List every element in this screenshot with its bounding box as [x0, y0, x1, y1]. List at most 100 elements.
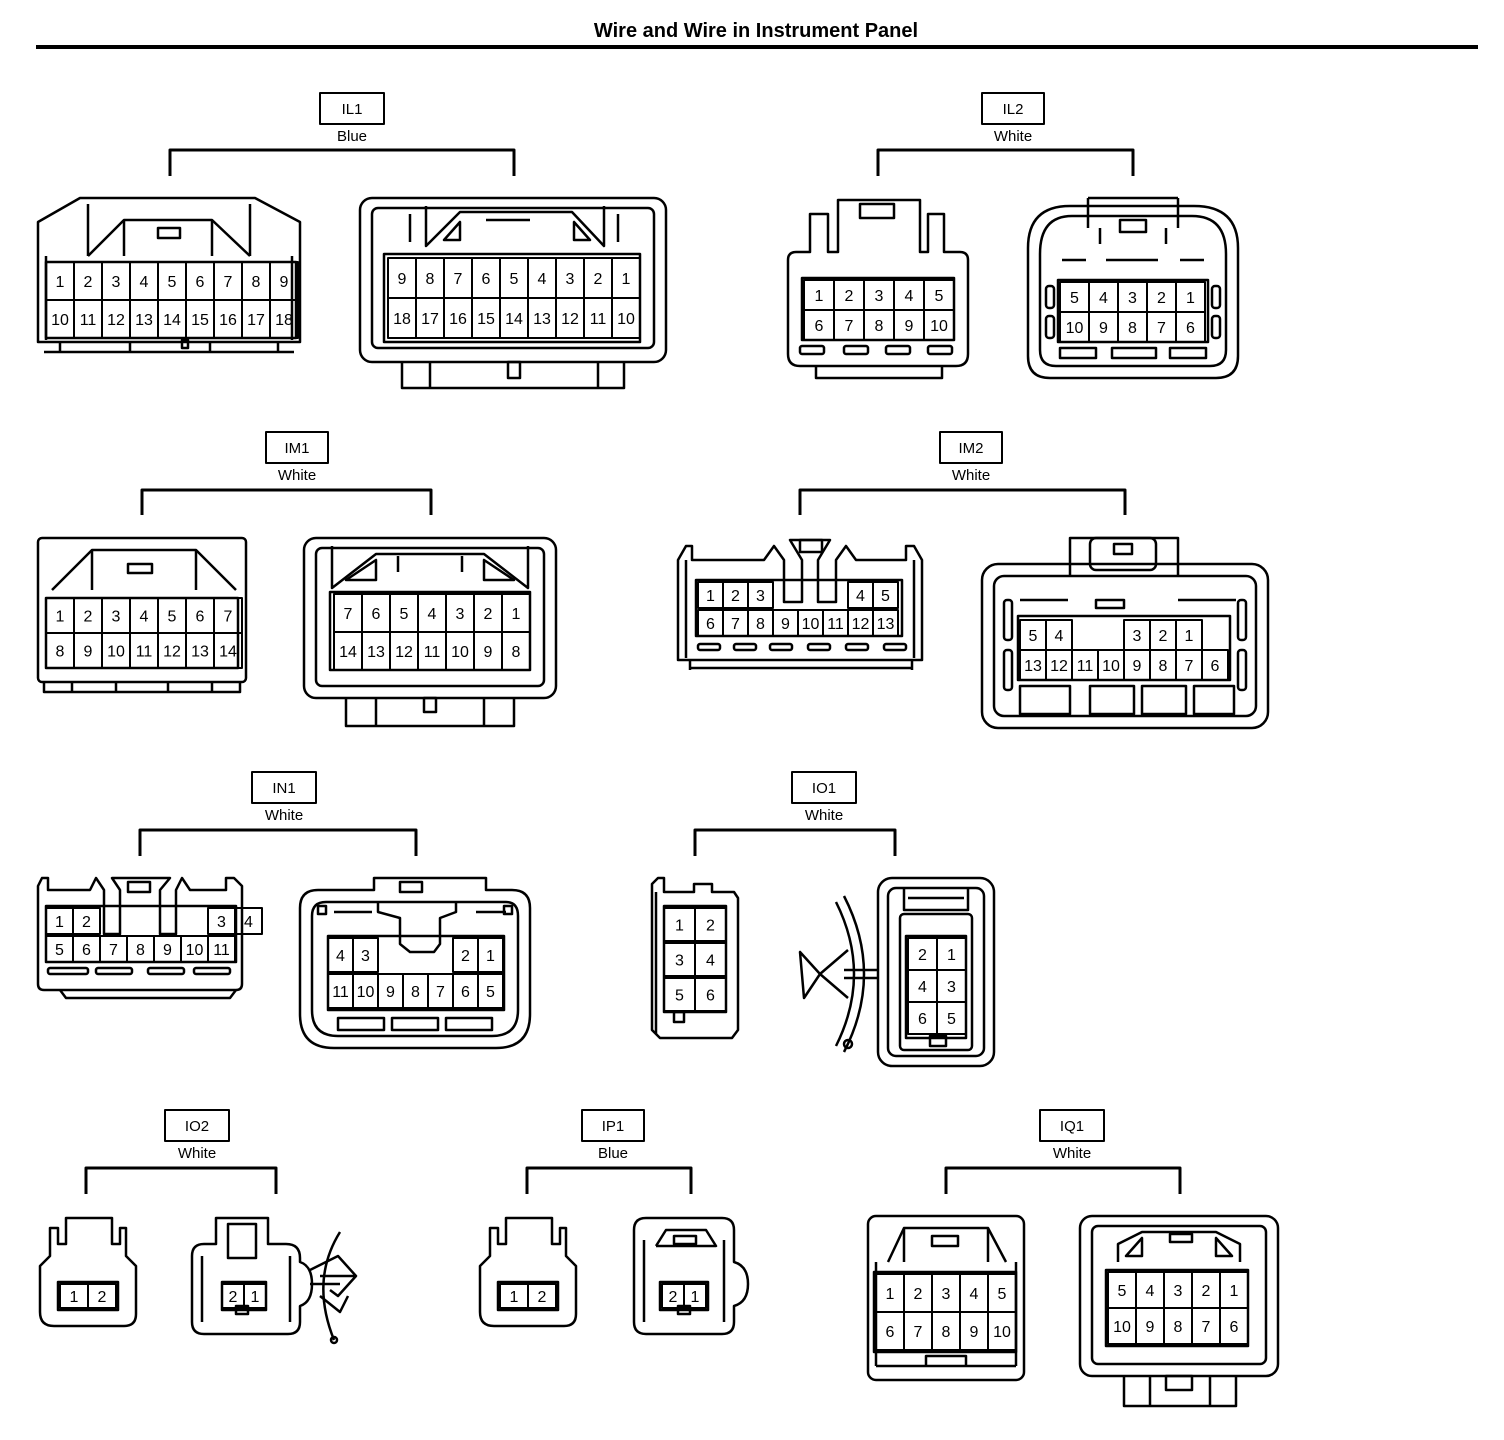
connector-il2-left-pin-5: 5	[935, 288, 944, 305]
connector-in1-right-pin-10: 10	[357, 984, 375, 1001]
connector-im2-right-pin-5: 5	[1029, 628, 1038, 645]
connector-im1-left-pin-10: 10	[107, 644, 125, 661]
connector-im1-left-pin-2: 2	[84, 609, 93, 626]
connector-ip1-right-pin-1: 1	[691, 1289, 700, 1306]
connector-im1-right-pin-8: 8	[512, 644, 521, 661]
connector-iq1-left-pin-4: 4	[970, 1286, 979, 1303]
connector-im1-left-pin-6: 6	[196, 609, 205, 626]
connector-ip1-right-pin-cell	[683, 1283, 707, 1309]
connector-il2-left-pin-10: 10	[930, 318, 948, 335]
connector-il1-left-pin-2: 2	[84, 274, 93, 291]
connector-iq1-left-pin-10: 10	[993, 1324, 1011, 1341]
connector-in1-right-pin-6: 6	[461, 984, 470, 1001]
connector-im1-right-pin-13: 13	[367, 644, 385, 661]
connector-in1-left-pin-cell	[72, 907, 101, 935]
connector-im2-left-pin-10: 10	[802, 616, 820, 633]
connector-im2-left-pin-4: 4	[856, 588, 865, 605]
connector-il1-left-pin-cell	[269, 299, 299, 339]
connector-ip1-right-pin-2: 2	[669, 1289, 678, 1306]
connector-in1-left-pin-9: 9	[163, 942, 172, 959]
connector-im2-left-pin-cell	[872, 609, 899, 637]
connector-in1-left-pin-1: 1	[55, 914, 64, 931]
connector-im2-left-pin-11: 11	[827, 616, 844, 633]
connector-il1-left-pin-9: 9	[280, 274, 289, 291]
connector-il1-right-pin-2: 2	[594, 271, 603, 288]
connector-iq1-right-pin-5: 5	[1118, 1283, 1127, 1300]
connector-in1-left-pin-3: 3	[217, 914, 226, 931]
connector-im1-right-pin-6: 6	[372, 606, 381, 623]
connector-iq1-left-pin-9: 9	[970, 1324, 979, 1341]
connector-in1-right-pin-7: 7	[436, 984, 445, 1001]
connector-il1-right-pin-18: 18	[393, 311, 411, 328]
connector-il1-right-pin-4: 4	[538, 271, 547, 288]
connector-il1-right-pin-11: 11	[590, 311, 607, 328]
connector-il2-left-pin-3: 3	[875, 288, 884, 305]
connector-io2-left-pin-1: 1	[70, 1289, 79, 1306]
connector-il2-right-pin-4: 4	[1099, 290, 1108, 307]
connector-il1-left-pin-6: 6	[196, 274, 205, 291]
connector-in1-left-pin-2: 2	[82, 914, 91, 931]
connector-im2-left-pin-cell	[747, 581, 774, 609]
connector-iq1-right-pin-2: 2	[1202, 1283, 1211, 1300]
connector-im2-right-pin-6: 6	[1211, 658, 1220, 675]
connector-io1-id: IO1	[812, 780, 836, 797]
connector-io1-color: White	[805, 807, 843, 824]
connector-il2-right-pin-9: 9	[1099, 320, 1108, 337]
connector-im2-left-pin-13: 13	[877, 616, 895, 633]
connector-iq1-left-pin-3: 3	[942, 1286, 951, 1303]
connector-il2-left-pin-6: 6	[815, 318, 824, 335]
connector-il1-left-pin-8: 8	[252, 274, 261, 291]
connector-im1-left-pin-14: 14	[219, 644, 237, 661]
connector-im2-left-pin-2: 2	[731, 588, 740, 605]
connector-il1-right-pin-16: 16	[449, 311, 467, 328]
connector-il2-right-pin-10: 10	[1066, 320, 1084, 337]
connector-ip1-color: Blue	[598, 1145, 628, 1162]
connector-in1-color: White	[265, 807, 303, 824]
connector-il1-right-pin-7: 7	[454, 271, 463, 288]
connector-im1-right-pin-10: 10	[451, 644, 469, 661]
connector-im2-id: IM2	[958, 440, 983, 457]
connector-iq1-right-pin-1: 1	[1230, 1283, 1239, 1300]
connector-in1-right-pin-4: 4	[336, 948, 345, 965]
connector-il1-right-pin-14: 14	[505, 311, 523, 328]
connector-in1-right-pin-3: 3	[361, 948, 370, 965]
connector-im1-left-pin-11: 11	[136, 644, 153, 661]
connector-im2-left-pin-6: 6	[706, 616, 715, 633]
connector-io2-right-housing	[190, 1216, 358, 1345]
connector-iq1-color: White	[1053, 1145, 1091, 1162]
connector-il1-right-pin-5: 5	[510, 271, 519, 288]
connector-iq1-right-pin-7: 7	[1202, 1319, 1211, 1336]
connector-in1-left-housing	[36, 876, 244, 1000]
connector-im2-color: White	[952, 467, 990, 484]
connector-im1-right-pin-4: 4	[428, 606, 437, 623]
connector-il2-left-pin-cell	[923, 309, 955, 341]
connector-il2-color: White	[994, 128, 1032, 145]
connector-il1-left-pin-14: 14	[163, 312, 181, 329]
connector-im2-right-pin-2: 2	[1159, 628, 1168, 645]
connector-im2-right-pin-1: 1	[1185, 628, 1194, 645]
connector-in1-left-pin-cell	[234, 907, 263, 935]
connector-io2-right-pin-1: 1	[251, 1289, 260, 1306]
connector-io1-left-pin-2: 2	[706, 918, 715, 935]
connector-im1-right-pin-14: 14	[339, 644, 357, 661]
connector-il1-right-pin-cell	[611, 297, 641, 339]
connector-iq1-left-pin-8: 8	[942, 1324, 951, 1341]
connector-io2-color: White	[178, 1145, 216, 1162]
connector-il1-right-pin-15: 15	[477, 311, 495, 328]
connector-il1-right-pin-9: 9	[398, 271, 407, 288]
connector-iq1-id: IQ1	[1060, 1118, 1084, 1135]
connector-im1-right-pin-7: 7	[344, 606, 353, 623]
connector-in1-left-pin-6: 6	[82, 942, 91, 959]
connector-in1-left-pin-7: 7	[109, 942, 118, 959]
connector-il2-right-pin-5: 5	[1070, 290, 1079, 307]
connector-io2-left-housing	[38, 1216, 138, 1328]
connector-im2-right-pin-12: 12	[1050, 658, 1068, 675]
